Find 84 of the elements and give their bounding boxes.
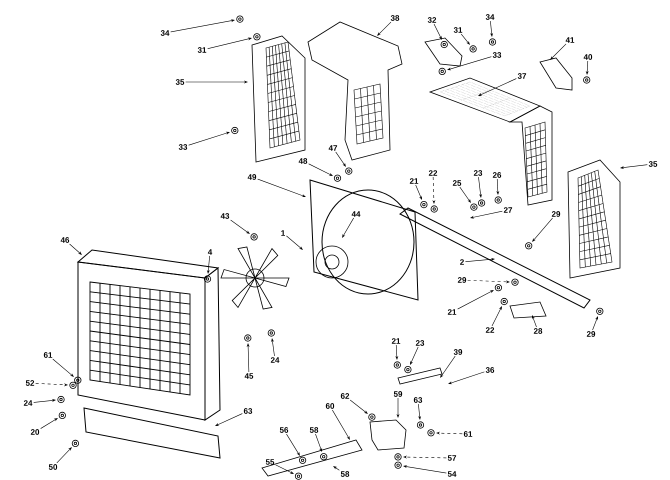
callout-number: 29 [586, 331, 596, 337]
callout-number: 44 [352, 211, 360, 217]
callout-number: 35 [176, 79, 184, 85]
callout-number: 52 [26, 380, 34, 386]
leader-line [350, 400, 368, 414]
callout-number: 26 [492, 172, 502, 178]
callout-number: 61 [44, 352, 52, 358]
leader-line [69, 244, 82, 255]
callout-number: 33 [178, 144, 188, 150]
leader-line [457, 290, 494, 310]
leader-line [333, 466, 340, 471]
callout-number: 61 [464, 431, 472, 437]
leader-line [230, 220, 250, 234]
callout-number: 55 [266, 459, 274, 465]
leader-line [460, 34, 470, 45]
callout-number: 24 [270, 357, 280, 363]
callout-number: 29 [552, 211, 560, 217]
callout-number: 46 [60, 237, 70, 243]
callout-number: 37 [518, 73, 526, 79]
callout-number: 34 [160, 30, 170, 36]
callout-number: 23 [416, 340, 424, 346]
callout-number: 50 [48, 464, 58, 470]
leader-line [275, 464, 294, 474]
callout-number: 39 [454, 349, 462, 355]
callout-number: 34 [486, 14, 494, 20]
callout-number: 21 [392, 338, 400, 344]
callout-number: 41 [566, 37, 574, 43]
callout-number: 48 [298, 158, 308, 164]
leader-line [40, 418, 58, 429]
callout-number: 58 [310, 427, 318, 433]
leader-line [410, 346, 418, 365]
callout-number: 28 [534, 328, 542, 334]
callout-number: 49 [248, 174, 256, 180]
leader-line [377, 22, 392, 36]
callout-number: 22 [486, 327, 494, 333]
leader-line [308, 164, 333, 176]
callout-number: 27 [504, 207, 512, 213]
callout-number: 33 [492, 52, 502, 58]
callout-number: 32 [428, 17, 436, 23]
leader-line [415, 184, 422, 200]
callout-number: 31 [454, 27, 462, 33]
callout-number: 60 [326, 403, 334, 409]
callout-number: 58 [340, 471, 350, 477]
callout-number: 31 [198, 47, 206, 53]
leader-line [550, 44, 566, 60]
leader-line [56, 447, 72, 464]
callout-number: 29 [458, 277, 466, 283]
leader-line [478, 78, 517, 96]
callout-number: 4 [208, 249, 212, 255]
callout-number: 21 [448, 309, 456, 315]
callout-number: 20 [30, 429, 40, 435]
leader-line [286, 434, 300, 456]
callout-number: 62 [340, 393, 350, 399]
callout-number: 21 [410, 178, 418, 184]
callout-number: 23 [474, 170, 482, 176]
leader-line [215, 413, 243, 426]
leader-line [332, 410, 350, 440]
callout-number: 57 [448, 455, 456, 461]
callout-number: 40 [584, 54, 592, 60]
callout-number: 63 [244, 408, 252, 414]
callout-number: 59 [394, 391, 402, 397]
callout-number: 45 [244, 373, 254, 379]
leader-line [52, 358, 74, 377]
callout-number: 38 [390, 15, 400, 21]
callout-number: 56 [280, 427, 288, 433]
callout-number: 43 [220, 213, 230, 219]
leader-line [492, 306, 502, 326]
callout-number: 2 [460, 259, 464, 265]
callout-number: 22 [428, 170, 438, 176]
leader-line [342, 218, 354, 238]
callout-number: 63 [414, 397, 422, 403]
callout-number: 1 [281, 230, 285, 236]
callout-number: 47 [328, 145, 338, 151]
callout-number: 24 [24, 400, 32, 406]
leader-line [440, 356, 456, 378]
leader-line [532, 218, 553, 242]
leader-line [286, 236, 303, 250]
leader-line [335, 152, 346, 167]
leader-line [434, 24, 442, 40]
callout-number: 54 [448, 471, 456, 477]
callout-number: 35 [648, 161, 658, 167]
callout-number: 36 [486, 367, 494, 373]
leader-line [460, 186, 471, 203]
callout-number: 25 [452, 180, 462, 186]
